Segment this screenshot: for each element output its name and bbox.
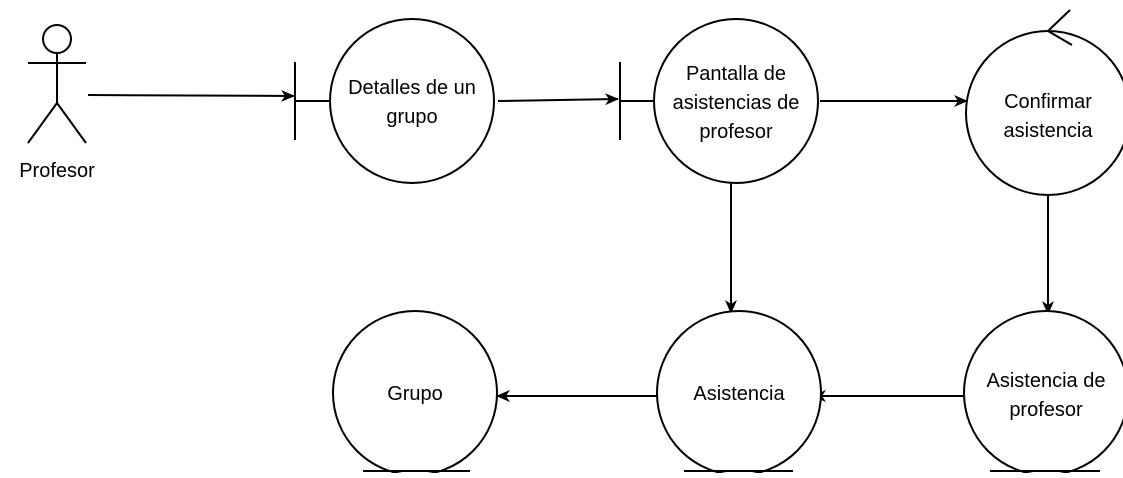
boundary-pantalla-de-asistencias: Pantalla de asistencias de profesor: [619, 18, 819, 184]
boundary-icon: [294, 62, 331, 140]
control-confirmar-asistencia: Confirmar asistencia: [965, 9, 1123, 196]
boundary-label-line: Detalles de un: [348, 77, 476, 99]
actor-label: Profesor: [19, 160, 95, 182]
control-label-line: Confirmar: [1004, 91, 1092, 113]
entity-label-line: profesor: [1009, 399, 1083, 421]
arrow-profesor-to-detalles: [87, 89, 295, 102]
arrow-detalles-to-pantalla: [497, 93, 619, 106]
control-arrow-icon: [1047, 9, 1073, 46]
entity-label-line: Asistencia: [693, 383, 785, 405]
entity-asistencia: Asistencia: [656, 310, 822, 476]
entity-label-line: Grupo: [387, 383, 443, 405]
boundary-label-line: grupo: [386, 106, 437, 128]
boundary-label-line: asistencias de: [673, 92, 800, 114]
stick-figure-icon: [27, 24, 87, 144]
control-label-line: asistencia: [1004, 120, 1094, 142]
boundary-icon: [619, 62, 654, 140]
boundary-label-line: Pantalla de: [686, 63, 786, 85]
entity-asistencia-de-profesor: Asistencia de profesor: [963, 310, 1123, 476]
boundary-label-line: profesor: [699, 121, 773, 143]
connections: [87, 89, 1054, 402]
boundary-detalles-de-un-grupo: Detalles de un grupo: [294, 18, 495, 184]
entity-label-line: Asistencia de: [987, 370, 1106, 392]
actor-profesor: Profesor: [19, 24, 95, 182]
entity-grupo: Grupo: [332, 310, 498, 476]
